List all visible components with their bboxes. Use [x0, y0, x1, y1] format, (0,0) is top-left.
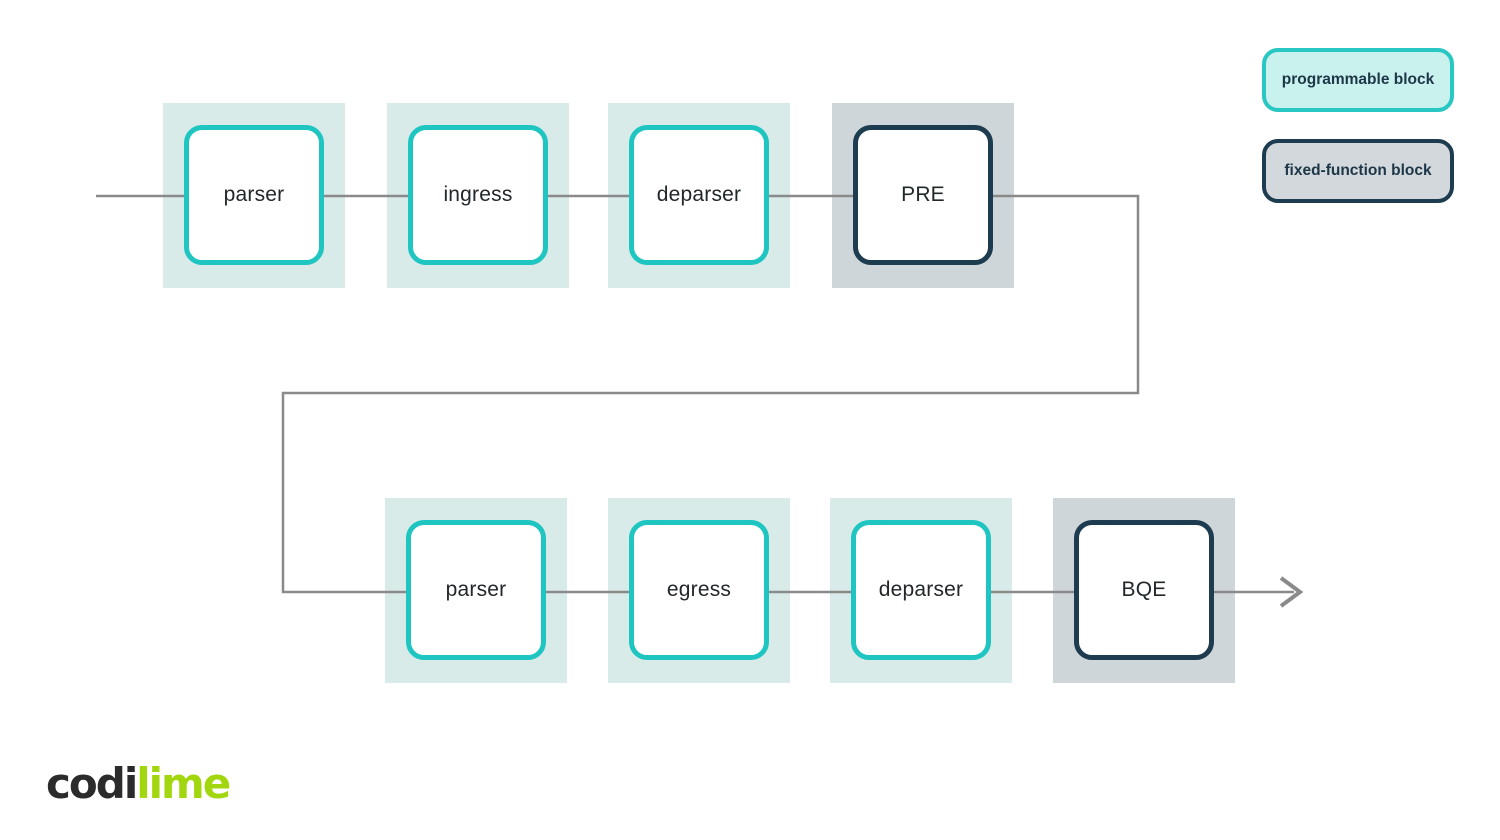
block-bottom-deparser-box: deparser [851, 520, 991, 660]
block-bottom-deparser: deparser [830, 498, 1012, 683]
block-top-pre: PRE [832, 103, 1014, 288]
logo-codi: codi [46, 759, 138, 808]
block-label: parser [223, 183, 285, 206]
flow-arrow-icon [1279, 576, 1304, 608]
block-bottom-parser-box: parser [406, 520, 546, 660]
block-bottom-parser: parser [385, 498, 567, 683]
legend-programmable-block: programmable block [1262, 48, 1454, 112]
block-top-parser-box: parser [184, 125, 324, 265]
block-label: ingress [443, 183, 513, 206]
block-label: deparser [656, 183, 742, 206]
block-top-parser: parser [163, 103, 345, 288]
block-top-pre-box: PRE [853, 125, 993, 265]
legend-programmable-label: programmable block [1281, 71, 1435, 88]
block-bottom-bqe: BQE [1053, 498, 1235, 683]
block-bottom-bqe-box: BQE [1074, 520, 1214, 660]
block-label: BQE [1121, 578, 1167, 601]
block-top-ingress: ingress [387, 103, 569, 288]
legend-fixed-label: fixed-function block [1284, 162, 1432, 179]
block-label: PRE [901, 183, 945, 206]
block-bottom-egress: egress [608, 498, 790, 683]
logo-lime: lime [136, 759, 231, 808]
block-label: parser [445, 578, 507, 601]
legend-fixed-function-block: fixed-function block [1262, 139, 1454, 203]
block-top-deparser: deparser [608, 103, 790, 288]
block-top-deparser-box: deparser [629, 125, 769, 265]
codilime-logo: codilime [46, 763, 231, 805]
block-bottom-egress-box: egress [629, 520, 769, 660]
block-label: egress [666, 578, 732, 601]
legend: programmable block fixed-function block [1262, 48, 1454, 203]
block-label: deparser [878, 578, 964, 601]
block-top-ingress-box: ingress [408, 125, 548, 265]
